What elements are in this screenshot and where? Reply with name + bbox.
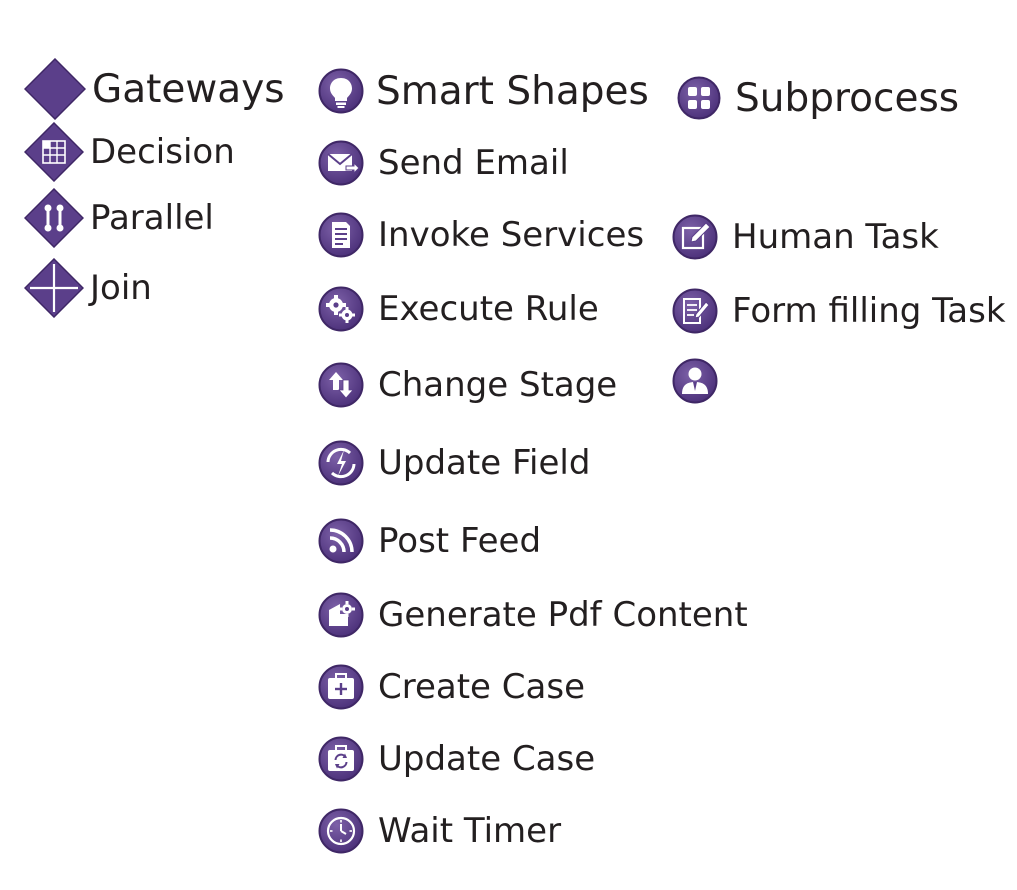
send-email-icon xyxy=(318,140,364,186)
gateways-title: Gateways xyxy=(92,66,285,112)
lightbulb-icon xyxy=(318,68,364,114)
parallel-icon xyxy=(24,188,84,248)
smart-shapes-title: Smart Shapes xyxy=(376,68,649,114)
grid-icon xyxy=(677,76,721,120)
subprocess-human-task[interactable]: Human Task xyxy=(672,214,939,260)
change-stage-icon xyxy=(318,362,364,408)
gateway-decision-label: Decision xyxy=(90,132,235,172)
update-case-label: Update Case xyxy=(378,739,596,779)
gateway-decision[interactable]: Decision xyxy=(24,122,235,182)
smart-shape-generate-pdf[interactable]: Generate Pdf Content xyxy=(318,592,748,638)
smart-shape-send-email[interactable]: Send Email xyxy=(318,140,569,186)
form-filling-task-label: Form filling Task xyxy=(732,291,1006,331)
execute-rule-label: Execute Rule xyxy=(378,289,599,329)
timer-icon xyxy=(318,808,364,854)
smart-shape-create-case[interactable]: Create Case xyxy=(318,664,585,710)
smart-shape-post-feed[interactable]: Post Feed xyxy=(318,518,541,564)
send-email-label: Send Email xyxy=(378,143,569,183)
invoke-services-label: Invoke Services xyxy=(378,215,645,255)
gateways-header[interactable]: Gateways xyxy=(24,58,285,120)
user-icon xyxy=(672,358,718,404)
invoke-services-icon xyxy=(318,212,364,258)
decision-table-icon xyxy=(24,122,84,182)
update-case-icon xyxy=(318,736,364,782)
smart-shape-change-stage[interactable]: Change Stage xyxy=(318,362,617,408)
join-plus-icon xyxy=(24,258,84,318)
smart-shape-execute-rule[interactable]: Execute Rule xyxy=(318,286,599,332)
subprocess-form-filling-task[interactable]: Form filling Task xyxy=(672,288,1006,334)
smart-shape-update-field[interactable]: Update Field xyxy=(318,440,590,486)
create-case-icon xyxy=(318,664,364,710)
subprocess-user-task[interactable] xyxy=(672,358,732,404)
human-task-label: Human Task xyxy=(732,217,939,257)
subprocess-title: Subprocess xyxy=(735,75,960,121)
generate-pdf-label: Generate Pdf Content xyxy=(378,595,748,635)
gateway-join-label: Join xyxy=(90,268,152,308)
feed-icon xyxy=(318,518,364,564)
human-task-icon xyxy=(672,214,718,260)
create-case-label: Create Case xyxy=(378,667,585,707)
gateway-join[interactable]: Join xyxy=(24,258,152,318)
wait-timer-label: Wait Timer xyxy=(378,811,562,851)
gateway-parallel[interactable]: Parallel xyxy=(24,188,214,248)
smart-shape-invoke-services[interactable]: Invoke Services xyxy=(318,212,644,258)
change-stage-label: Change Stage xyxy=(378,365,618,405)
smart-shape-wait-timer[interactable]: Wait Timer xyxy=(318,808,561,854)
gateway-parallel-label: Parallel xyxy=(90,198,214,238)
subprocess-header[interactable]: Subprocess xyxy=(677,76,959,120)
smart-shape-update-case[interactable]: Update Case xyxy=(318,736,595,782)
generate-pdf-icon xyxy=(318,592,364,638)
update-field-icon xyxy=(318,440,364,486)
post-feed-label: Post Feed xyxy=(378,521,542,561)
smart-shapes-header[interactable]: Smart Shapes xyxy=(318,68,649,114)
form-filling-icon xyxy=(672,288,718,334)
gears-icon xyxy=(318,286,364,332)
diamond-icon xyxy=(24,58,86,120)
update-field-label: Update Field xyxy=(378,443,591,483)
